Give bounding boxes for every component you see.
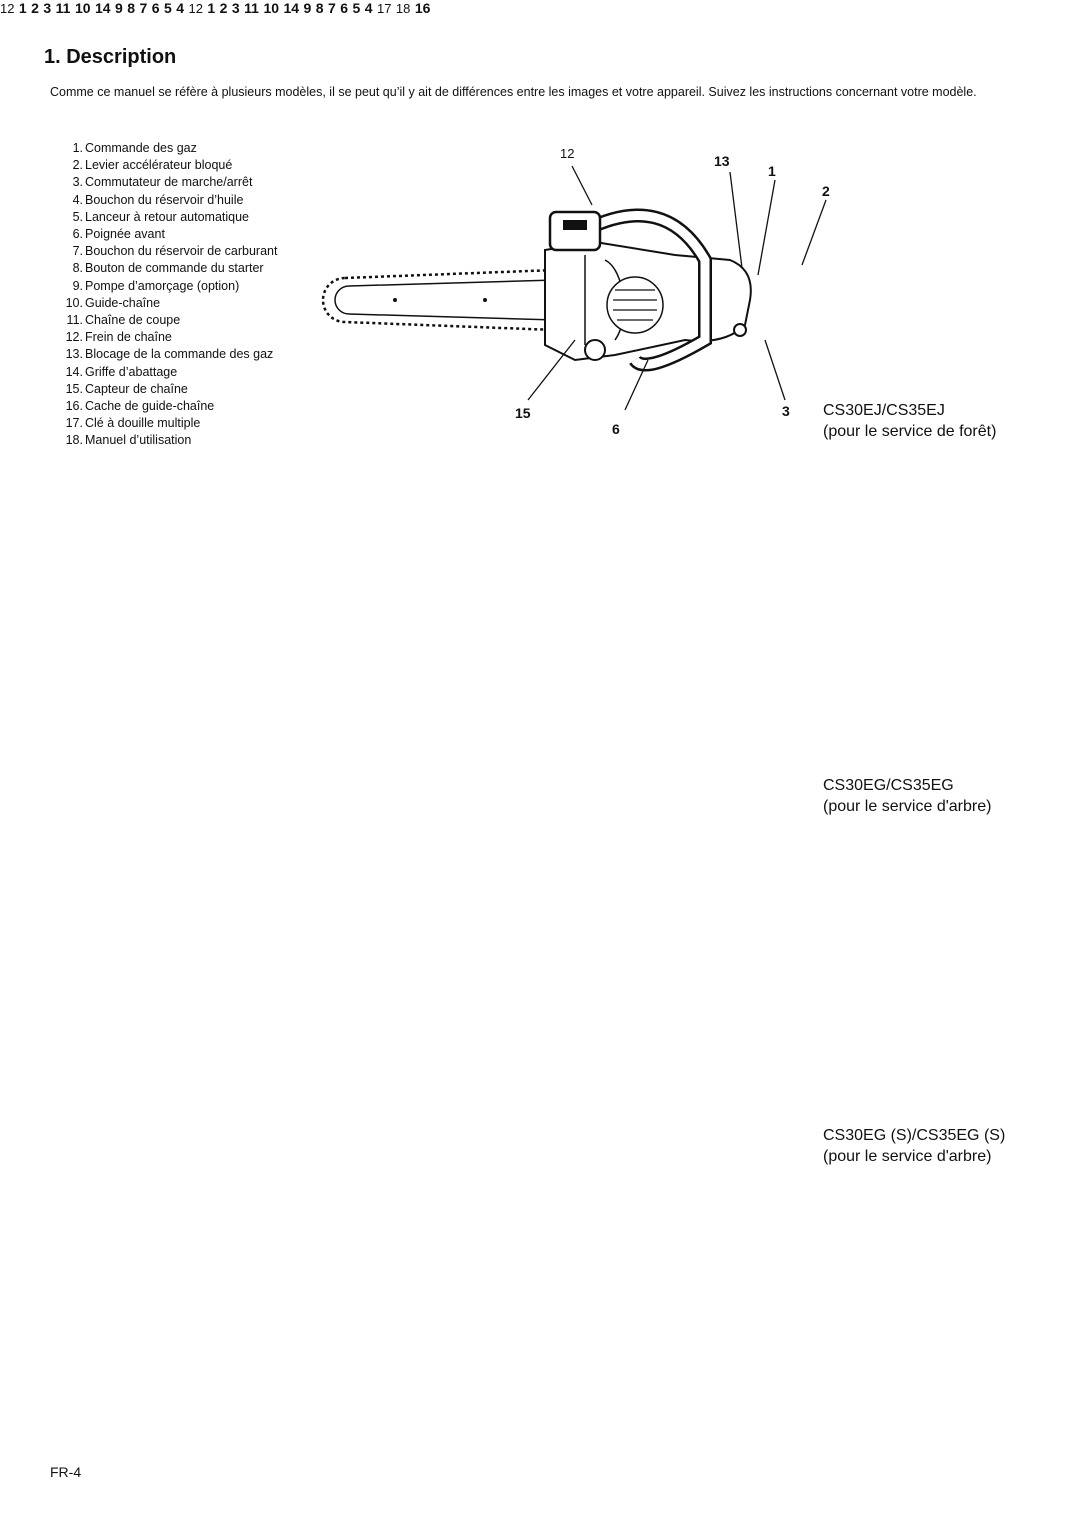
page-number: FR-4 [50,1464,82,1480]
callout-label: 10 [74,0,91,16]
chainsaw-illustration-3: 12 1 2 3 11 10 14 9 8 7 6 5 4 17 18 16 C… [50,0,1005,1480]
callout-label: 1 [18,0,27,16]
list-item: 14.Griffe d’abattage [65,364,178,379]
list-item: 6.Poignée avant [72,227,165,242]
list-item: 15.Capteur de chaîne [65,381,188,396]
callout-label: 4 [176,0,185,16]
callout-label: 8 [127,0,136,16]
figure-caption: CS30EG/CS35EG (pour le service d'arbre) [823,777,992,815]
callout-label: 12 [0,1,15,16]
callout-label: 2 [822,183,830,199]
callout-label: 1 [768,163,776,179]
callout-label: 13 [714,153,730,169]
list-item: 1.Commande des gaz [72,141,197,155]
list-item: 18.Manuel d’utilisation [65,433,192,448]
callout-label: 12 [188,1,203,16]
callout-label: 9 [303,0,312,16]
callout-label: 3 [43,0,52,16]
chainsaw-illustration-2: 12 1 2 3 11 10 14 9 8 7 6 5 4 12 1 2 3 1… [0,0,1005,1480]
callout-label: 6 [612,421,620,437]
callout-label: 8 [315,0,324,16]
list-item: 3.Commutateur de marche/arrêt [72,175,253,190]
callout-label: 4 [364,0,373,16]
callout-label: 11 [55,0,71,16]
callout-label: 14 [283,0,300,16]
callout-label: 3 [782,403,790,419]
list-item: 2.Levier accélérateur bloqué [72,158,233,173]
callout-label: 2 [31,0,39,16]
callout-label: 5 [164,0,172,16]
list-item: 5.Lanceur à retour automatique [72,209,249,224]
callout-label: 11 [244,0,259,16]
callout-label: 14 [94,0,111,16]
parts-list: 1.Commande des gaz 2.Levier accélérateur… [50,140,278,450]
figure-caption: CS30EG (S)/CS35EG (S) (pour le service d… [823,1127,1006,1165]
intro-paragraph: Comme ce manuel se réfère à plusieurs mo… [50,85,977,99]
callout-label: 5 [352,0,361,16]
callout-label: 7 [328,0,336,16]
list-item: 8.Bouton de commande du starter [72,261,264,276]
callout-label: 17 [377,1,392,16]
figure-caption: CS30EJ/CS35EJ (pour le service de forêt) [823,402,997,440]
list-item: 9.Pompe d’amorçage (option) [72,278,240,293]
callout-label: 9 [115,0,123,16]
callout-label: 10 [263,0,280,16]
callout-label: 18 [395,1,411,16]
callout-label: 12 [560,146,574,161]
list-item: 12.Frein de chaîne [65,330,172,345]
list-item: 13.Blocage de la commande des gaz [65,347,274,362]
list-item: 4.Bouchon du réservoir d’huile [72,192,244,207]
list-item: 16.Cache de guide-chaîne [65,399,215,414]
callout-label: 6 [151,0,160,16]
callout-label: 16 [414,0,431,16]
list-item: 7.Bouchon du réservoir de carburant [72,244,278,259]
page-title: 1. Description [44,46,177,68]
callout-label: 3 [231,0,240,16]
callout-label: 15 [515,405,531,421]
callout-label: 6 [340,0,349,16]
list-item: 11.Chaîne de coupe [66,313,181,328]
callout-label: 1 [207,0,216,16]
list-item: 10.Guide-chaîne [65,295,161,310]
callout-label: 7 [139,0,148,16]
list-item: 17.Clé à douille multiple [65,416,201,431]
callout-label: 2 [219,0,228,16]
chainsaw-illustration-1 [323,212,751,365]
